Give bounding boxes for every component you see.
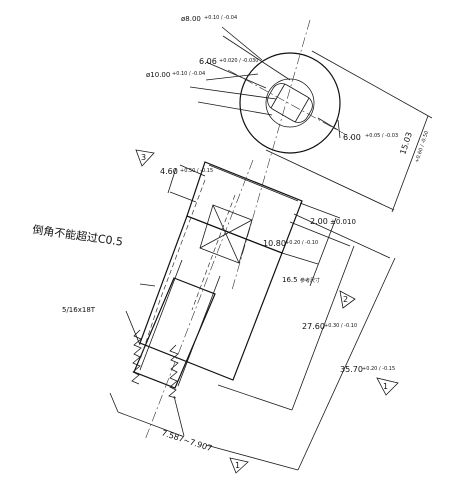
top-view-leaders xyxy=(189,26,433,213)
top-view-horizontal-centerline xyxy=(227,69,353,139)
svg-text:3: 3 xyxy=(141,153,146,162)
ref-length-dim: 16.5 xyxy=(282,276,298,284)
head-height-tol: +0.50 / -0.15 xyxy=(180,168,213,174)
shoulder-dim: 2.00 xyxy=(310,217,328,226)
head-height-dim: 4.60 xyxy=(160,167,178,176)
slot-depth-dim: 6.00 xyxy=(343,133,361,142)
thread-left xyxy=(131,329,142,385)
top-view-centerline xyxy=(231,19,311,291)
body-outline xyxy=(139,215,283,381)
body-length-dim: 27.60 xyxy=(302,322,325,331)
inner-hole-circle xyxy=(265,78,315,128)
outer-diameter-dim: 15.03 xyxy=(398,131,414,156)
slot-width-dim: 6.06 xyxy=(199,57,217,66)
slot-outline xyxy=(267,83,313,123)
revision-flag-3: 3 xyxy=(135,149,155,167)
side-view xyxy=(131,159,303,441)
body-length-tol: +0.30 / -0.10 xyxy=(324,323,357,329)
side-view-centerline xyxy=(144,159,254,441)
svg-text:2: 2 xyxy=(343,295,348,304)
thread-dia-dim: 7.587~7.907 xyxy=(160,428,213,453)
outer-circle xyxy=(239,52,341,154)
shoulder-tol: ±0.010 xyxy=(330,218,356,226)
total-length-dim: 35.70 xyxy=(340,365,363,374)
ref-note: 参考尺寸 xyxy=(300,277,320,284)
side-view-dimension-lines xyxy=(109,164,396,471)
svg-text:1: 1 xyxy=(235,461,240,470)
chamfer-note: 倒角不能超过C0.5 xyxy=(32,222,124,249)
hole-small-tol: +0.10 / -0.04 xyxy=(204,15,237,21)
thread-right xyxy=(168,344,179,399)
slot-depth-tol: +0.05 / -0.03 xyxy=(365,133,398,139)
revision-flag-1-bottom: 1 xyxy=(229,457,249,474)
total-length-tol: +0.20 / -0.15 xyxy=(362,366,395,372)
revision-flag-1-right: 1 xyxy=(376,377,399,396)
svg-text:1: 1 xyxy=(383,382,388,391)
bore-depth-dim: 10.80 xyxy=(263,239,286,248)
hole-small-dim: ø8.00 xyxy=(181,15,201,23)
hole-large-tol: +0.10 / -0.04 xyxy=(172,71,205,77)
thread-note: 5/16x18T xyxy=(62,306,96,314)
slot-width-tol: +0.020 / -0.030 xyxy=(219,58,259,64)
shank-outline xyxy=(133,277,216,389)
top-view xyxy=(227,19,353,291)
hole-large-dim: ø10.00 xyxy=(146,71,170,79)
bore-depth-tol: +0.20 / -0.10 xyxy=(285,240,318,246)
revision-flag-2: 2 xyxy=(339,290,356,309)
